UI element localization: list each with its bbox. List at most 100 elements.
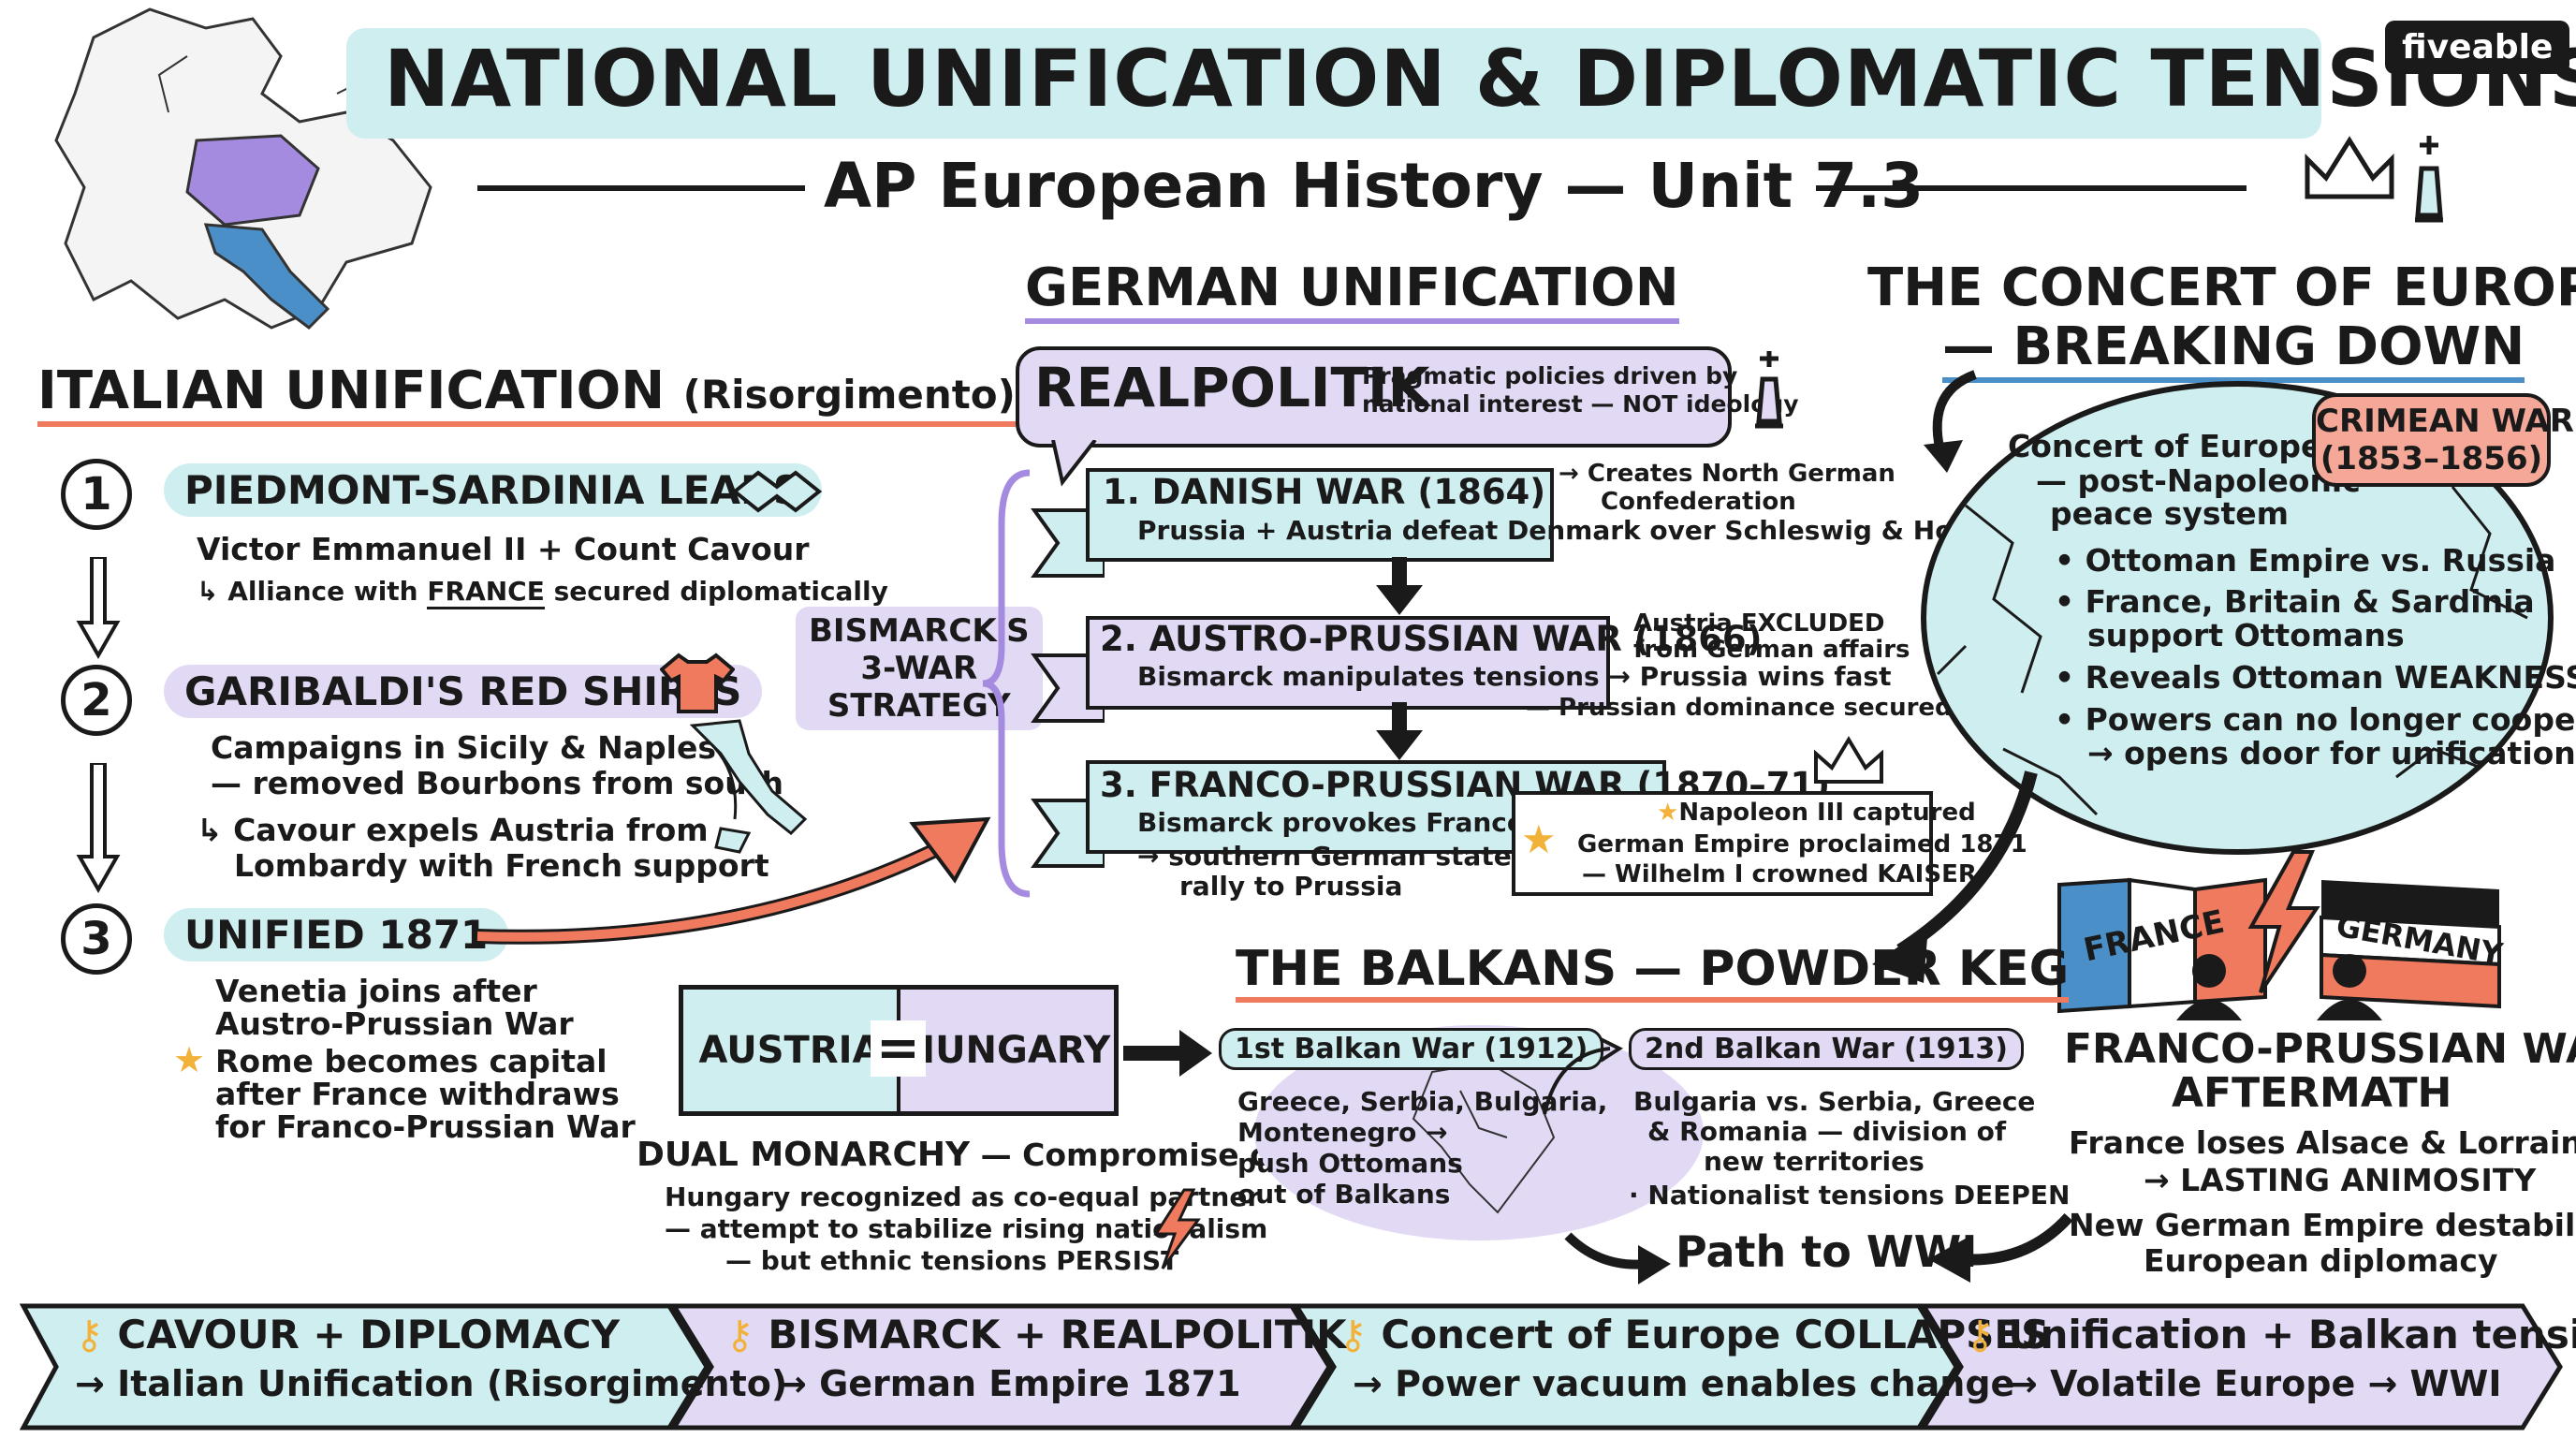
curved-arrow xyxy=(1928,1212,2073,1283)
step-number: 3 xyxy=(80,913,112,965)
star-icon: ★ xyxy=(1521,816,1557,862)
chess-king-icon xyxy=(2415,136,2443,223)
concert-bullet-2b: support Ottomans xyxy=(2087,617,2405,653)
down-arrow xyxy=(1376,702,1423,760)
balkan-war-1-title: 1st Balkan War (1912) xyxy=(1219,1028,1604,1070)
step-2-circle: 2 xyxy=(61,665,132,736)
austria-label: AUSTRIA xyxy=(698,1029,882,1072)
austria-half: AUSTRIA xyxy=(683,990,900,1111)
kaiser-note2: German Empire proclaimed 1871 xyxy=(1577,830,2027,858)
red-arrow xyxy=(476,816,991,945)
balkan-war-2-line4: · Nationalist tensions DEEPEN xyxy=(1629,1180,2071,1211)
banner-item-4-top: ⚷ Unification + Balkan tensions xyxy=(1966,1311,2576,1359)
german-heading: GERMAN UNIFICATION xyxy=(1025,257,1679,324)
step-2-line2: — removed Bourbons from south xyxy=(211,765,783,801)
france-flag xyxy=(2057,877,2267,1014)
banner-item-2: ⚷ BISMARCK + REALPOLITIK → German Empire… xyxy=(725,1311,1347,1408)
war-2-note1: Austria EXCLUDED xyxy=(1633,609,1885,638)
italian-heading-main: ITALIAN UNIFICATION xyxy=(37,360,666,421)
step-2-line4: Lombardy with French support xyxy=(234,847,769,884)
hungary-label: HUNGARY xyxy=(903,1029,1111,1072)
key-icon: ⚷ xyxy=(1339,1312,1382,1357)
banner-item-3-bottom: → Power vacuum enables change xyxy=(1353,1363,2015,1404)
summary-banner-shapes xyxy=(19,1303,2563,1431)
step-2-title: GARIBALDI'S RED SHIRTS xyxy=(164,665,763,718)
dual-monarchy-box: AUSTRIA HUNGARY xyxy=(679,985,1119,1116)
strategy-line3: STRATEGY xyxy=(827,687,1011,725)
war-2-note2: from German affairs xyxy=(1633,636,1910,664)
step-3-line5: for Franco-Prussian War xyxy=(215,1108,636,1145)
subtitle-rule-left xyxy=(477,185,805,191)
step-1-line1: Victor Emmanuel II + Count Cavour xyxy=(197,531,810,567)
concert-bullet-2: • France, Britain & Sardinia xyxy=(2055,583,2535,620)
strategy-brace xyxy=(983,469,1031,898)
step-number: 2 xyxy=(80,674,112,726)
banner-item-3-top-text: Concert of Europe COLLAPSES xyxy=(1381,1312,2050,1357)
equals-sign: = xyxy=(871,1020,926,1077)
concert-bullet-1: • Ottoman Empire vs. Russia xyxy=(2055,542,2556,579)
italian-heading: ITALIAN UNIFICATION (Risorgimento) xyxy=(37,360,1016,427)
war-2-title: 2. AUSTRO-PRUSSIAN WAR (1866) xyxy=(1100,619,1763,659)
war-1-box xyxy=(1086,468,1554,562)
war-2-desc: Bismarck manipulates tensions → Prussia … xyxy=(1137,661,1892,692)
balkan-war-1-line2: Montenegro → xyxy=(1237,1117,1448,1148)
strategy-line1: BISMARCK'S xyxy=(809,612,1030,650)
step-2-line1: Campaigns in Sicily & Naples xyxy=(211,729,716,766)
war-1-note1: → Creates North German xyxy=(1559,460,1895,488)
crimean-war-line1: CRIMEAN WAR xyxy=(2316,403,2574,440)
crimean-war-badge: CRIMEAN WAR (1853–1856) xyxy=(2312,393,2574,487)
page-subtitle: AP European History — Unit 7.3 xyxy=(824,150,1925,222)
concert-intro-3: peace system xyxy=(2050,495,2290,532)
realpolitik-note-2: national interest — NOT ideology xyxy=(1362,390,1799,418)
right-arrow xyxy=(1123,1030,1212,1077)
step-3-line4: after France withdraws xyxy=(215,1076,620,1112)
down-arrow xyxy=(1376,557,1423,615)
step-1-circle: 1 xyxy=(61,459,132,530)
banner-item-1-bottom: → Italian Unification (Risorgimento) xyxy=(75,1363,788,1404)
key-icon: ⚷ xyxy=(725,1312,768,1357)
balkan-war-2-line2: & Romania — division of xyxy=(1647,1116,2007,1147)
concert-bullet-3: • Reveals Ottoman WEAKNESS xyxy=(2055,659,2576,696)
war-1-desc: Prussia + Austria defeat Denmark over Sc… xyxy=(1137,515,2036,546)
star-icon: ★ xyxy=(173,1039,206,1080)
alliance-prefix: ↳ Alliance with xyxy=(197,576,428,607)
aftermath-line-3: New German Empire destabilizes xyxy=(2069,1207,2576,1243)
curved-arrow xyxy=(1564,1232,1671,1284)
concert-bullet-4b: → opens door for unification xyxy=(2087,735,2576,771)
path-to-wwi: Path to WWI xyxy=(1676,1226,1978,1277)
kaiser-note1: ★Napoleon III captured xyxy=(1657,798,1976,829)
dual-monarchy-label: DUAL MONARCHY xyxy=(637,1136,971,1174)
banner-item-2-top: ⚷ BISMARCK + REALPOLITIK xyxy=(725,1311,1347,1359)
subtitle-rule-right xyxy=(1816,185,2247,191)
war-3-desc2: → southern German states xyxy=(1137,841,1528,872)
banner-item-2-top-text: BISMARCK + REALPOLITIK xyxy=(768,1312,1347,1357)
title-highlight xyxy=(346,28,2321,139)
brand-text: fiveable xyxy=(2402,28,2554,66)
star-icon: ★ xyxy=(1657,799,1679,827)
kaiser-note3: — Wilhelm I crowned KAISER xyxy=(1582,860,1977,888)
europe-map-icon xyxy=(54,7,432,330)
curved-arrow xyxy=(1924,370,1977,473)
aftermath-heading-2: AFTERMATH xyxy=(2172,1069,2452,1117)
banner-item-4-bottom: → Volatile Europe → WWI xyxy=(2008,1363,2502,1404)
balkan-war-1-line4: out of Balkans xyxy=(1237,1179,1451,1210)
curved-arrow xyxy=(1872,770,2038,983)
concert-heading-1: THE CONCERT OF EUROPE xyxy=(1867,257,2576,318)
step-3-line3: Rome becomes capital xyxy=(215,1043,607,1079)
person-silhouette-icon xyxy=(2176,954,2242,1020)
alliance-suffix: secured diplomatically xyxy=(544,576,888,607)
lightning-icon xyxy=(1153,1188,1201,1269)
balkan-war-2-line3: new territories xyxy=(1704,1146,1925,1177)
step-3-line2: Austro-Prussian War xyxy=(215,1005,574,1042)
banner-item-2-bottom: → German Empire 1871 xyxy=(777,1363,1241,1404)
italian-heading-paren: (Risorgimento) xyxy=(682,372,1016,418)
concert-bullet-4: • Powers can no longer cooperate xyxy=(2055,701,2576,738)
concert-intro-1: Concert of Europe xyxy=(2008,428,2322,464)
crimean-war-line2: (1853–1856) xyxy=(2320,440,2543,477)
balkan-war-2-title: 2nd Balkan War (1913) xyxy=(1629,1028,2024,1070)
strategy-line2: 3-WAR xyxy=(860,650,978,687)
balkans-heading: THE BALKANS — POWDER KEG xyxy=(1236,941,2070,1003)
war-1-title: 1. DANISH WAR (1864) xyxy=(1103,472,1546,512)
war-3-desc1: Bismarck provokes France xyxy=(1137,807,1525,838)
aftermath-line-4: European diplomacy xyxy=(2144,1242,2498,1279)
